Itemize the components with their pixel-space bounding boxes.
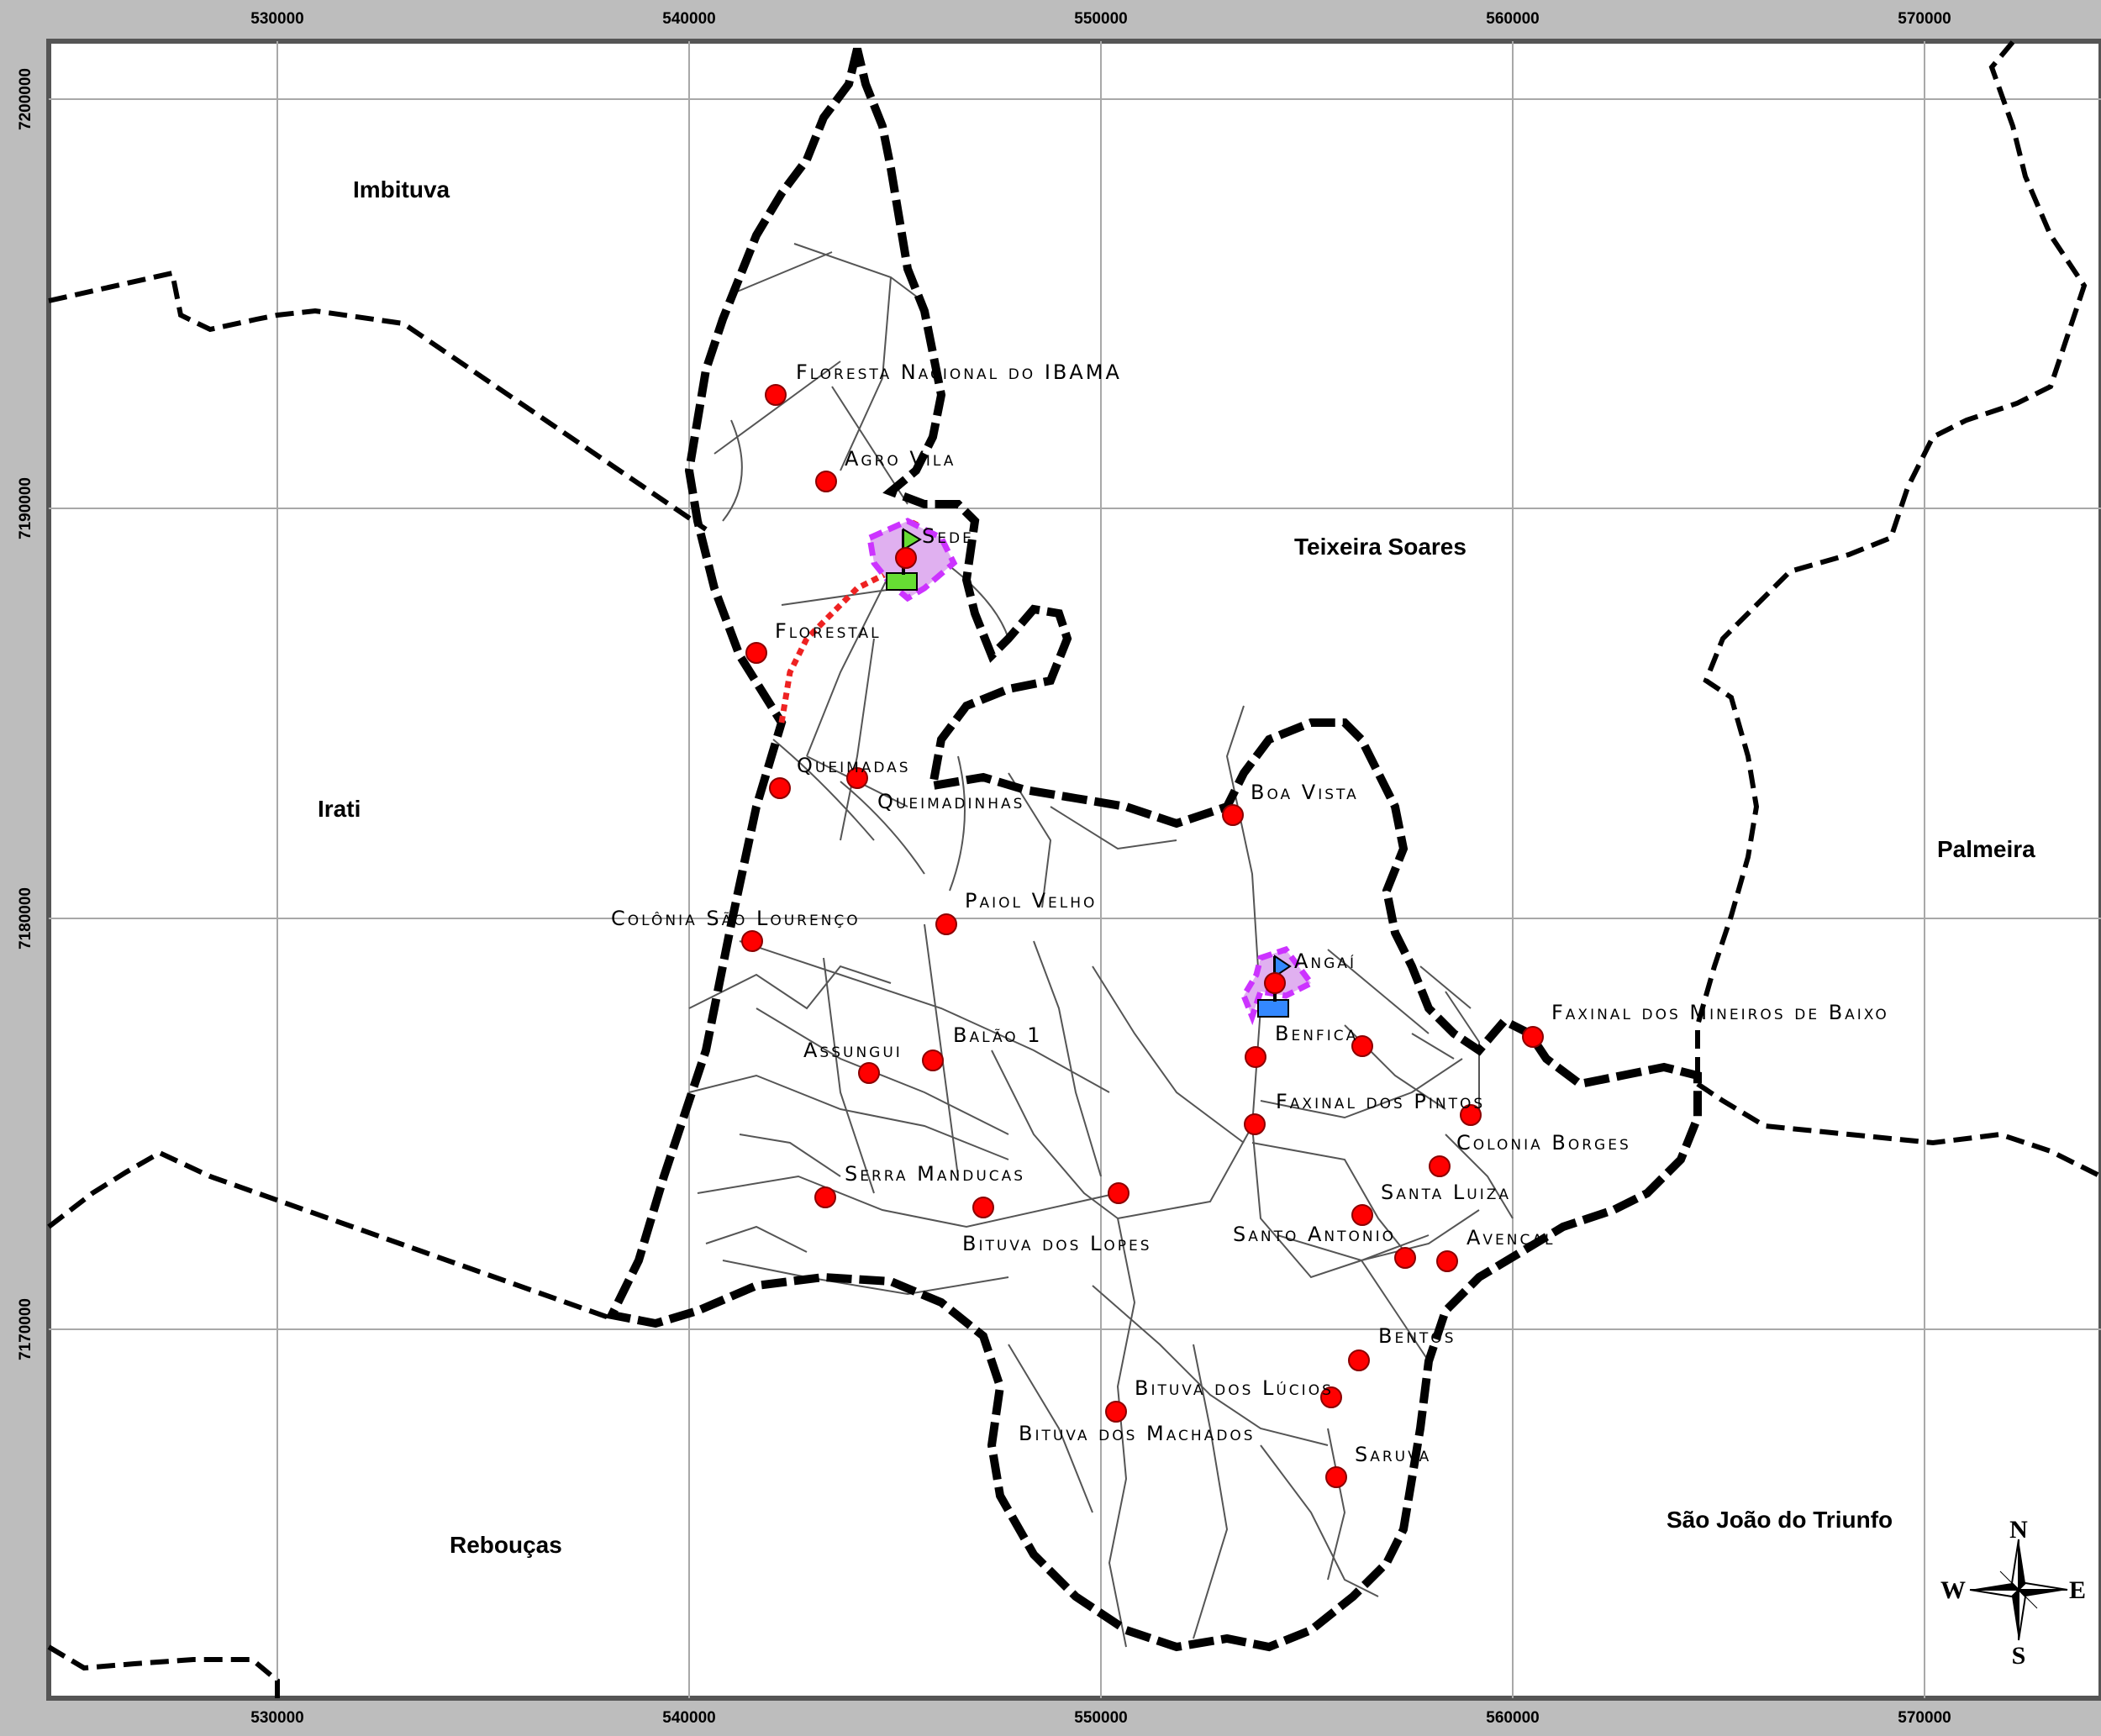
- point-paiol-velho: [935, 913, 957, 935]
- point-florestal: [745, 642, 767, 664]
- point-colonia-borges: [1460, 1104, 1482, 1126]
- label-colonia-borges: Colonia Borges: [1456, 1131, 1631, 1155]
- label-bituva-lopes: Bituva dos Lopes: [962, 1232, 1152, 1255]
- sede-flag-icon: [903, 528, 922, 551]
- label-teixeira-soares: Teixeira Soares: [1294, 534, 1466, 560]
- point-benfica: [1245, 1046, 1266, 1068]
- label-faxinal-mineiros: Faxinal dos Mineiros de Baixo: [1551, 1001, 1889, 1024]
- label-serra-manducas: Serra Manducas: [845, 1162, 1025, 1186]
- point-angai: [1264, 972, 1286, 994]
- label-balao-1: Balão 1: [953, 1023, 1043, 1047]
- angai-flag-icon: [1274, 955, 1292, 978]
- label-bentos: Bentos: [1378, 1324, 1456, 1348]
- point-queimadas: [769, 777, 791, 799]
- y-tick-7200000: 7200000: [17, 68, 34, 130]
- point-saruva: [1325, 1466, 1347, 1488]
- point-bituva-machados: [1105, 1401, 1127, 1423]
- label-sede: Sede: [922, 524, 974, 548]
- label-agro-vila: Agro Vila: [845, 447, 956, 471]
- coordinate-grid: [49, 41, 2101, 1698]
- point-bituva-lopes: [1108, 1182, 1129, 1204]
- point-floresta-nacional: [765, 384, 787, 406]
- x-tick-570000: 570000: [1898, 10, 1951, 28]
- x-axis-bottom: 530000 540000 550000 560000 570000: [250, 1709, 1951, 1727]
- point-bentos: [1348, 1349, 1370, 1371]
- point-boa-vista: [1222, 804, 1244, 826]
- label-boa-vista: Boa Vista: [1251, 781, 1359, 804]
- study-area-boundary: [605, 47, 1702, 1652]
- railway-line: [778, 519, 919, 723]
- label-queimadinhas: Queimadinhas: [877, 790, 1024, 813]
- angai-building-icon: [1257, 999, 1289, 1018]
- compass-south-label: S: [2012, 1642, 2026, 1670]
- label-faxinal-pintos: Faxinal dos Pintos: [1276, 1090, 1485, 1113]
- point-bituva-lopes-west: [972, 1197, 994, 1218]
- compass-rose: N S E W: [1940, 1516, 2086, 1670]
- label-angai: Angaí: [1294, 950, 1356, 973]
- compass-star-icon: [1969, 1539, 2068, 1641]
- locality-labels: Floresta Nacional do IBAMA Agro Vila Sed…: [611, 360, 1889, 1466]
- x-tick-560000-bottom: 560000: [1486, 1709, 1539, 1727]
- point-sede: [895, 547, 917, 569]
- x-tick-540000-bottom: 540000: [662, 1709, 715, 1727]
- x-axis-top: 530000 540000 550000 560000 570000: [250, 10, 1951, 28]
- point-bituva-lucios: [1320, 1386, 1342, 1408]
- x-tick-540000: 540000: [662, 10, 715, 28]
- y-tick-7170000: 7170000: [17, 1298, 34, 1360]
- sede-building-icon: [886, 572, 918, 591]
- municipal-boundaries: [47, 40, 2101, 1698]
- point-serra-manducas: [814, 1186, 836, 1208]
- point-santa-luiza: [1429, 1155, 1451, 1177]
- label-reboucas: Rebouças: [450, 1532, 562, 1558]
- y-axis-left: 7200000 7190000 7180000 7170000: [17, 68, 34, 1360]
- compass-west-label: W: [1940, 1576, 1966, 1604]
- x-tick-560000: 560000: [1486, 10, 1539, 28]
- point-assungui: [858, 1062, 880, 1084]
- label-queimadas: Queimadas: [797, 754, 911, 777]
- x-tick-530000: 530000: [250, 10, 303, 28]
- point-queimadinhas: [846, 767, 868, 789]
- x-tick-530000-bottom: 530000: [250, 1709, 303, 1727]
- label-santa-luiza: Santa Luiza: [1381, 1181, 1511, 1204]
- compass-north-label: N: [2009, 1516, 2028, 1544]
- point-faxinal-pintos: [1244, 1113, 1266, 1135]
- point-colonia-sao-lourenco: [741, 930, 763, 952]
- label-benfica: Benfica: [1275, 1022, 1358, 1045]
- label-palmeira: Palmeira: [1937, 836, 2035, 862]
- point-benfica-east: [1351, 1035, 1373, 1057]
- label-santo-antonio: Santo Antonio: [1233, 1223, 1396, 1246]
- label-bituva-machados: Bituva dos Machados: [1019, 1422, 1256, 1445]
- point-faxinal-mineiros: [1522, 1026, 1544, 1048]
- label-avencal: Avencal: [1466, 1226, 1555, 1249]
- y-tick-7180000: 7180000: [17, 887, 34, 950]
- x-tick-570000-bottom: 570000: [1898, 1709, 1951, 1727]
- sede-marker: [886, 528, 922, 591]
- x-tick-550000: 550000: [1074, 10, 1127, 28]
- label-imbituva: Imbituva: [353, 176, 450, 203]
- road-network: [688, 243, 1514, 1648]
- label-bituva-lucios: Bituva dos Lúcios: [1135, 1376, 1334, 1400]
- point-avencal: [1436, 1250, 1458, 1272]
- label-assungui: Assungui: [803, 1039, 903, 1062]
- map-frame: [46, 39, 2101, 1701]
- label-paiol-velho: Paiol Velho: [965, 889, 1097, 913]
- x-tick-550000-bottom: 550000: [1074, 1709, 1127, 1727]
- label-floresta-nacional: Floresta Nacional do IBAMA: [796, 360, 1122, 384]
- municipality-labels: Imbituva Teixeira Soares Irati Palmeira …: [318, 176, 2035, 1558]
- locality-points: [741, 384, 1544, 1488]
- label-florestal: Florestal: [775, 619, 882, 643]
- point-santo-antonio-north: [1351, 1204, 1373, 1226]
- point-agro-vila: [815, 471, 837, 492]
- point-santo-antonio: [1394, 1247, 1416, 1269]
- label-sao-joao-do-triunfo: São João do Triunfo: [1667, 1507, 1893, 1533]
- compass-east-label: E: [2069, 1576, 2086, 1604]
- y-tick-7190000: 7190000: [17, 477, 34, 539]
- point-balao-1: [922, 1049, 944, 1071]
- label-colonia-sao-lourenco: Colônia São Lourenço: [611, 907, 861, 930]
- label-saruva: Saruva: [1355, 1443, 1431, 1466]
- label-irati: Irati: [318, 796, 361, 822]
